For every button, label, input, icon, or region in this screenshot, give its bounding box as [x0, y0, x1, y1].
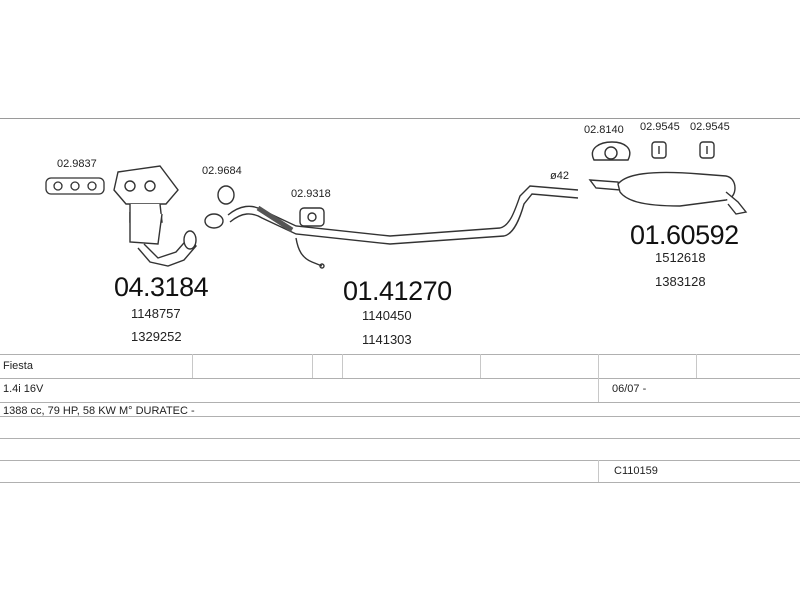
vehicle-model: Fiesta	[3, 360, 33, 372]
table-divider	[312, 354, 313, 378]
catalyst-ref-2: 1329252	[131, 329, 182, 344]
pipe-diameter: ø42	[550, 170, 569, 182]
table-divider	[598, 460, 599, 482]
vehicle-date: 06/07 -	[612, 383, 647, 395]
table-row-border	[0, 354, 800, 355]
middle-ref-2: 1141303	[362, 332, 412, 347]
table-divider	[598, 354, 599, 402]
table-row-border	[0, 402, 800, 403]
part-number-hanger-1: 02.8140	[584, 124, 624, 136]
hanger-3-drawing	[699, 141, 715, 159]
exhaust-diagram	[45, 141, 748, 269]
part-number-gasket: 02.9837	[57, 158, 97, 170]
manifold-gasket-drawing	[45, 177, 105, 195]
hanger-1-drawing	[591, 141, 631, 161]
table-row-border	[0, 378, 800, 379]
table-divider	[480, 354, 481, 378]
vehicle-spec: 1388 cc, 79 HP, 58 KW M° DURATEC -	[3, 405, 195, 417]
table-divider	[696, 354, 697, 378]
clamp-drawing	[299, 207, 325, 227]
table-row-border	[0, 460, 800, 461]
diagram-frame	[0, 118, 800, 359]
table-row-border	[0, 482, 800, 483]
part-number-hanger-3: 02.9545	[690, 121, 730, 133]
rear-ref-1: 1512618	[655, 250, 706, 265]
vehicle-code: C110159	[614, 465, 658, 477]
flange-drawing	[204, 213, 224, 229]
table-divider	[342, 354, 343, 378]
catalyst-drawing	[113, 165, 197, 267]
rear-ref-2: 1383128	[655, 274, 706, 289]
table-row-border	[0, 438, 800, 439]
table-row-border	[0, 416, 800, 417]
vehicle-engine: 1.4i 16V	[3, 383, 44, 395]
ring-gasket-drawing	[217, 185, 235, 205]
part-number-catalyst: 04.3184	[114, 272, 209, 302]
part-number-ring: 02.9684	[202, 165, 242, 177]
catalyst-ref-1: 1148757	[131, 306, 181, 321]
part-number-middle: 01.41270	[343, 276, 452, 306]
part-number-hanger-2: 02.9545	[640, 121, 680, 133]
middle-pipe-drawing	[227, 185, 579, 269]
rear-silencer-drawing	[588, 171, 748, 215]
hanger-2-drawing	[651, 141, 667, 159]
middle-ref-1: 1140450	[362, 308, 412, 323]
part-number-rear: 01.60592	[630, 220, 739, 250]
part-number-clamp: 02.9318	[291, 188, 331, 200]
table-divider	[192, 354, 193, 378]
